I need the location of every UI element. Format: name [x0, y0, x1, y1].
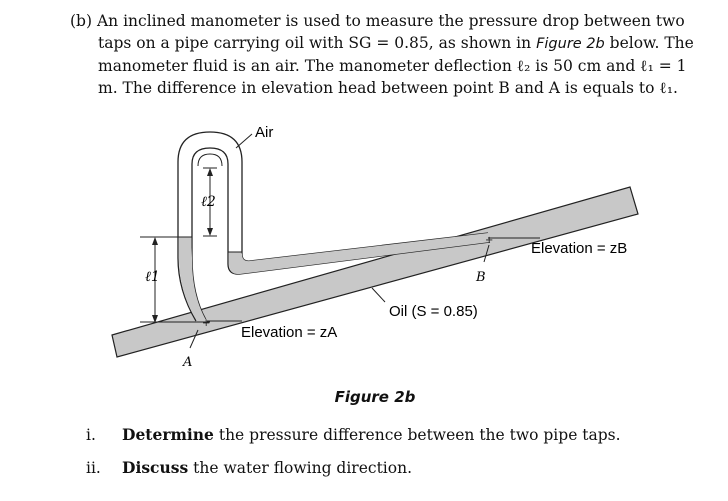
question-text: the pressure difference between the two …	[213, 426, 621, 444]
point-a-label: A	[182, 355, 192, 370]
question-verb: Discuss	[122, 458, 189, 477]
svg-text:+: +	[485, 235, 493, 246]
problem-label: (b)	[70, 12, 93, 30]
question-verb: Determine	[122, 425, 214, 444]
manometer-outer-wall	[177, 131, 489, 322]
question-text: the water flowing direction.	[188, 459, 412, 477]
elevation-b-label: Elevation = zB	[531, 240, 627, 257]
question-number: i.	[86, 426, 96, 444]
manometer-inner-wall	[191, 147, 491, 321]
figure-reference: Figure 2b	[536, 36, 605, 52]
problem-text-2: below. The manometer fluid is an air. Th…	[98, 34, 694, 97]
question-ii: ii. Discuss the water flowing direction.	[86, 458, 412, 477]
problem-text-1: An inclined manometer is used to measure…	[96, 12, 685, 52]
air-label: Air	[255, 124, 273, 141]
oil-label: Oil (S = 0.85)	[389, 303, 478, 320]
problem-statement: (b) An inclined manometer is used to mea…	[70, 10, 710, 99]
question-i: i. Determine the pressure difference betw…	[86, 425, 621, 444]
l2-label: ℓ2	[201, 194, 216, 210]
svg-text:+: +	[202, 318, 210, 329]
figure-caption: Figure 2b	[334, 388, 416, 406]
point-b-label: B	[475, 270, 486, 285]
question-number: ii.	[86, 459, 101, 477]
l1-label: ℓ1	[145, 269, 160, 285]
problem-paragraph: (b) An inclined manometer is used to mea…	[70, 10, 710, 99]
elevation-a-label: Elevation = zA	[241, 324, 337, 341]
